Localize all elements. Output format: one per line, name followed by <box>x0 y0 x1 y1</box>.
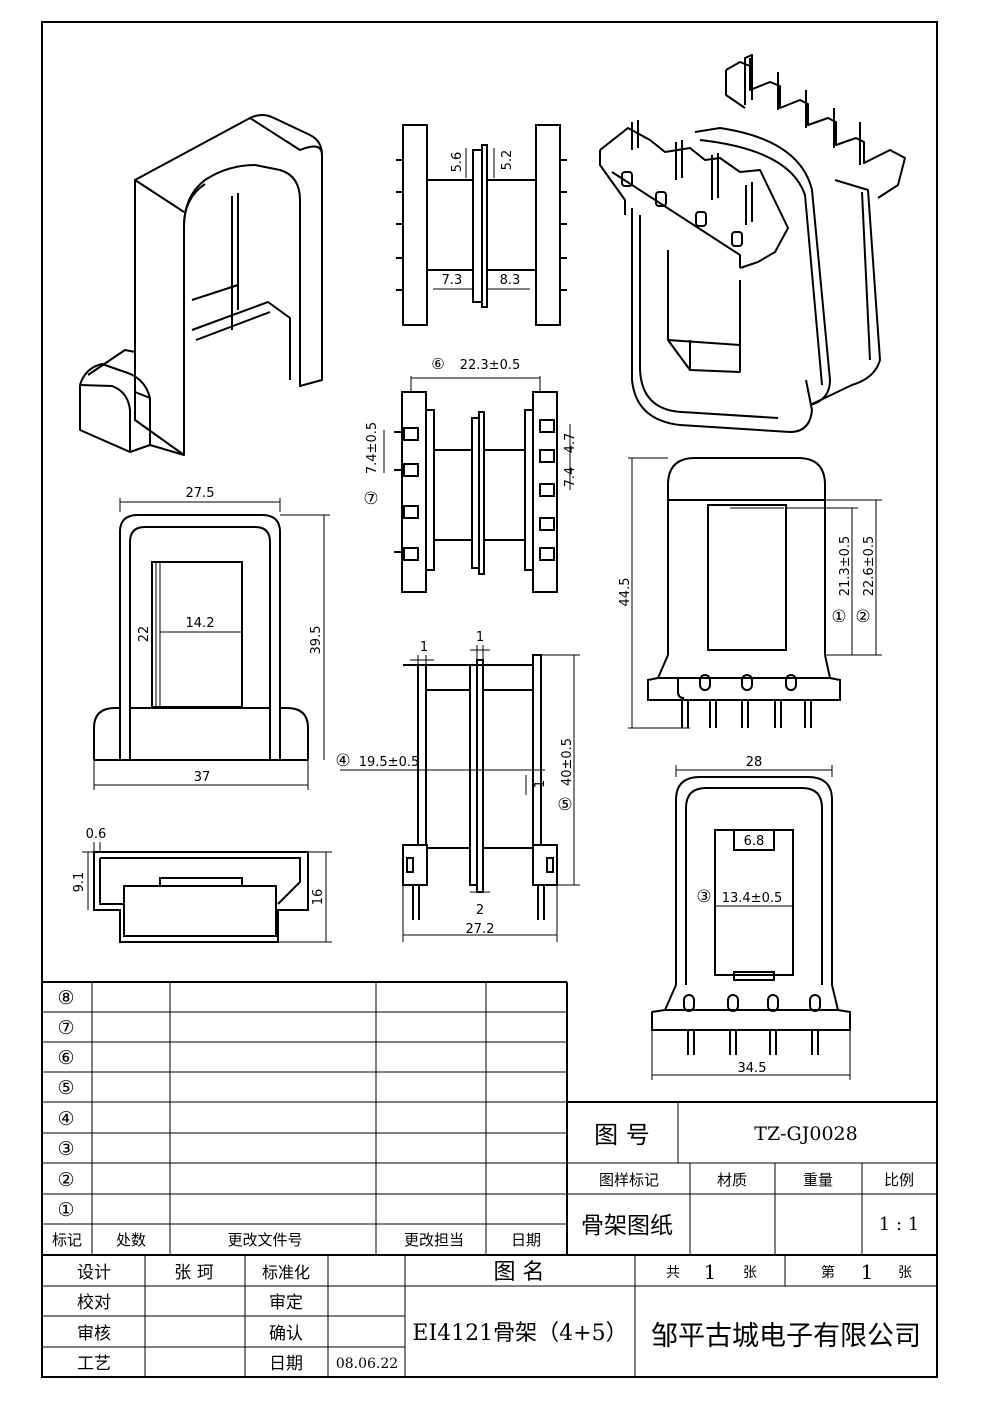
dim-side-height: 44.5 <box>618 578 633 607</box>
company-name: 邹平古城电子有限公司 <box>651 1321 921 1352</box>
dim-end-width: 28 <box>746 755 763 770</box>
sheet-unit-b: 张 <box>898 1265 912 1281</box>
sheet-unit-a: 张 <box>743 1265 757 1281</box>
dim-top-c: 7.3 <box>442 273 463 288</box>
iso-view-cover <box>79 114 323 456</box>
header-weight: 重量 <box>803 1171 833 1189</box>
dim-mark-5: ⑤ <box>557 795 572 815</box>
dim-mark-2: ② <box>855 607 870 627</box>
date-value: 08.06.22 <box>336 1356 398 1372</box>
dim-pin-6: 22.3±0.5 <box>460 358 521 373</box>
dim-top-b: 5.2 <box>500 150 515 171</box>
dim-pin-74: 7.4 <box>563 467 578 488</box>
revision-header-file: 更改文件号 <box>227 1231 302 1249</box>
revision-header-owner: 更改担当 <box>404 1231 464 1249</box>
dim-end-base: 34.5 <box>738 1061 767 1076</box>
iso-view-bobbin <box>599 54 906 433</box>
dim-section-wall-a: 1 <box>420 640 428 655</box>
revision-row-1: ① <box>57 1199 74 1221</box>
standardization-label: 标准化 <box>262 1263 310 1282</box>
dim-mark-3: ③ <box>696 887 711 907</box>
revision-header-date: 日期 <box>511 1231 541 1249</box>
dim-section-4: 19.5±0.5 <box>359 755 420 770</box>
dim-mark-1: ① <box>831 607 846 627</box>
dim-mark-6: ⑥ <box>431 355 444 373</box>
dim-section-total: 27.2 <box>466 922 495 937</box>
dim-base-thick: 0.6 <box>86 827 107 842</box>
drawing-no-label: 图 号 <box>594 1121 650 1149</box>
title-block <box>42 1101 937 1377</box>
pin-view <box>383 376 571 593</box>
revision-row-3: ③ <box>57 1138 74 1160</box>
design-label: 设计 <box>77 1263 111 1283</box>
top-view <box>396 124 567 326</box>
revision-row-8: ⑧ <box>57 987 74 1009</box>
sheet-border <box>41 21 938 1378</box>
dim-mark-7: ⑦ <box>363 489 378 509</box>
dim-top-d: 8.3 <box>500 273 521 288</box>
total-label: 共 <box>666 1265 680 1281</box>
dim-end-3: 13.4±0.5 <box>722 891 783 906</box>
revision-row-7: ⑦ <box>57 1017 74 1039</box>
dim-end-inner: 6.8 <box>744 834 765 849</box>
dim-side-2: 22.6±0.5 <box>862 536 877 597</box>
revision-row-4: ④ <box>57 1108 74 1130</box>
dim-front-base: 37 <box>194 770 211 785</box>
check-label: 校对 <box>77 1293 111 1313</box>
sheet-label: 第 <box>821 1264 835 1281</box>
base-view <box>82 842 332 943</box>
header-drawing-mark: 图样标记 <box>599 1171 659 1189</box>
designer-name: 张 珂 <box>174 1263 213 1283</box>
dim-pin-47: 4.7 <box>563 433 578 454</box>
revision-header-count: 处数 <box>116 1231 146 1249</box>
drawing-mark-value: 骨架图纸 <box>581 1213 673 1239</box>
revision-row-2: ② <box>57 1169 74 1191</box>
dim-top-a: 5.6 <box>450 152 465 173</box>
confirm-label: 确认 <box>269 1324 303 1344</box>
drawing-name-label: 图 名 <box>494 1260 545 1285</box>
dim-base-h1: 9.1 <box>72 872 87 893</box>
dim-front-inner-h: 22 <box>137 626 152 643</box>
revision-row-5: ⑤ <box>57 1077 74 1099</box>
side-view <box>628 457 882 729</box>
process-label: 工艺 <box>77 1354 111 1374</box>
total-value: 1 <box>704 1260 717 1284</box>
review-label: 审核 <box>77 1324 111 1344</box>
dim-front-width: 27.5 <box>186 486 215 501</box>
scale-value: 1 : 1 <box>879 1214 919 1235</box>
section-view <box>340 645 580 942</box>
sheet-value: 1 <box>861 1260 874 1284</box>
date-label: 日期 <box>269 1354 303 1374</box>
dim-front-height: 39.5 <box>309 626 324 655</box>
dim-section-5: 40±0.5 <box>560 738 575 786</box>
end-view <box>651 765 851 1080</box>
dim-section-wall-b: 1 <box>476 630 484 645</box>
dim-mark-4: ④ <box>335 751 350 771</box>
dim-section-wall-c: 1 <box>533 780 548 788</box>
front-view <box>93 498 330 790</box>
dim-base-h2: 16 <box>311 889 326 906</box>
dim-pin-7: 7.4±0.5 <box>365 422 380 474</box>
dim-front-inner-w: 14.2 <box>186 616 215 631</box>
dim-section-slot: 2 <box>476 903 484 918</box>
revision-table <box>42 981 568 1255</box>
drawing-no-value: TZ-GJ0028 <box>754 1123 857 1145</box>
dim-side-1: 21.3±0.5 <box>838 536 853 597</box>
approve-label: 审定 <box>269 1293 303 1313</box>
header-scale: 比例 <box>884 1171 914 1189</box>
revision-header-mark: 标记 <box>52 1231 82 1249</box>
header-material: 材质 <box>717 1171 747 1189</box>
revision-row-6: ⑥ <box>57 1047 74 1069</box>
drawing-title: EI4121骨架（4+5） <box>412 1321 627 1346</box>
